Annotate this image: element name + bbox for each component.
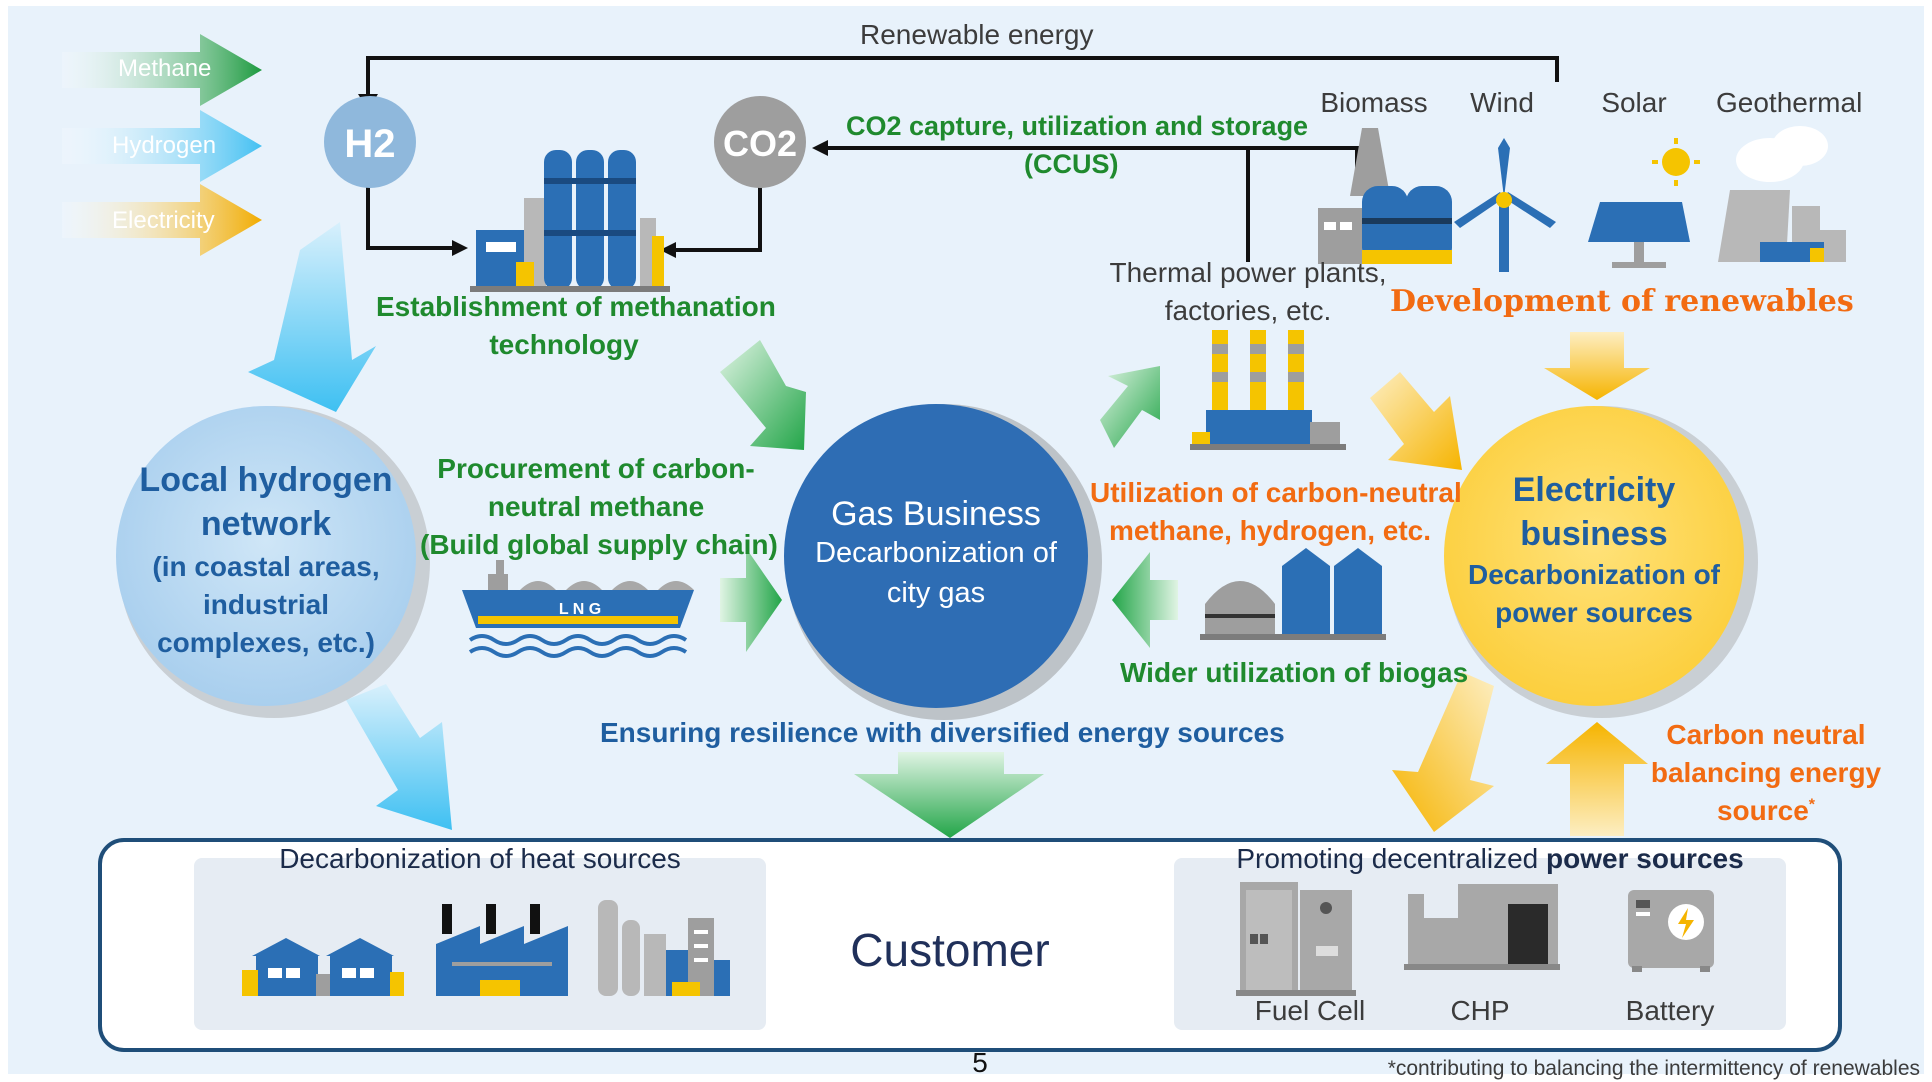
battery-label: Battery [1625,995,1715,1026]
utilization-line2: methane, hydrogen, etc. [1108,515,1432,546]
balancing-footnote-mark: * [1808,796,1816,814]
utilization-line1: Utilization of carbon-neutral [1090,477,1462,508]
gas-business-title: Gas Business [831,495,1041,533]
h2-circle [324,96,416,188]
fuel-cell-label: Fuel Cell [1254,995,1366,1026]
balancing-up-arrow [1546,722,1648,836]
chp-icon [1404,884,1560,970]
procurement-line2: neutral methane [487,491,705,522]
hydrogen-network-line3: (in coastal areas, [152,551,380,582]
methanation-to-gas-arrow [720,340,806,450]
procurement-line3: (Build global supply chain) [420,529,778,560]
battery-icon [1628,890,1714,972]
house-icon [242,938,330,996]
ccus-label-line2: (CCUS) [1024,149,1119,179]
thermal-power-plant-icon [1190,330,1346,450]
fuel-cell-icon [1236,882,1356,996]
power-sources-title-a: Promoting decentralized [1236,843,1547,874]
balancing-source-word: source [1716,795,1809,826]
gas-business-line2: city gas [886,577,986,609]
lng-to-gas-arrow [720,548,782,652]
gas-to-thermal-arrow [1100,366,1160,448]
electricity-business-line1: Electricity [1512,471,1676,509]
biogas-tanks-icon [1200,548,1386,640]
co2-to-plant-line [676,180,762,252]
page-number: 5 [972,1047,988,1078]
electricity-business-line3: Decarbonization of [1467,559,1720,590]
legend-methane-label: Methane [118,55,212,82]
methanation-label-line2: technology [489,329,639,360]
hydrogen-customer-arrow [346,684,452,830]
co2-circle [714,96,806,188]
development-of-renewables-label: Development of renewables [1390,284,1854,319]
renewable-energy-label: Renewable energy [860,19,1094,50]
gas-to-customer-arrow [854,752,1044,838]
electricity-business-circle [1444,406,1744,706]
legend-electricity-label: Electricity [112,207,215,234]
biomass-plant-icon [1318,128,1452,264]
renewables-to-electricity-arrow [1544,332,1650,400]
geothermal-label: Geothermal [1716,87,1863,118]
hydrogen-network-circle [116,406,416,706]
thermal-label-line1: Thermal power plants, [1109,257,1387,288]
h2-symbol: H2 [344,122,396,166]
thermal-to-electricity-arrow [1370,372,1462,470]
wind-turbine-icon [1454,138,1556,272]
power-sources-title-b: power sources [1546,843,1744,874]
electricity-business-line2: business [1520,515,1668,553]
gas-business-line1: Decarbonization of [815,537,1057,569]
hydrogen-down-arrow [248,222,376,412]
co2-symbol: CO2 [722,123,798,164]
footnote: *contributing to balancing the intermitt… [1387,1057,1920,1080]
balancing-line3: source* [1636,794,1896,828]
chp-label: CHP [1450,995,1510,1026]
renewable-energy-line [366,56,1559,98]
biogas-to-gas-arrow [1112,552,1178,648]
legend-hydrogen-label: Hydrogen [112,132,217,159]
heat-sources-title: Decarbonization of heat sources [279,843,681,874]
hydrogen-legend-arrow [62,110,262,182]
solar-panel-icon [1588,138,1700,268]
industrial-complex-icon [598,900,730,996]
biogas-label: Wider utilization of biogas [1120,657,1469,688]
lng-ship-label: L N G [558,601,602,618]
methanation-label-line1: Establishment of methanation [376,291,776,322]
balancing-line1: Carbon neutral [1666,719,1866,750]
gas-business-circle [784,404,1088,708]
methane-legend-arrow [62,34,262,106]
biomass-label: Biomass [1320,87,1428,118]
lng-ship-icon [462,560,694,658]
methanation-plant-icon [470,150,670,292]
factory-icon [436,904,568,996]
solar-label: Solar [1601,87,1667,118]
resilience-label: Ensuring resilience with diversified ene… [600,717,1285,748]
geothermal-plant-icon [1718,126,1846,262]
hydrogen-network-line5: complexes, etc.) [157,627,375,658]
electricity-business-line4: power sources [1495,597,1693,628]
procurement-line1: Procurement of carbon- [437,453,755,484]
electricity-legend-arrow [62,184,262,256]
electricity-to-customer-arrow [1392,672,1494,832]
power-sources-title: Promoting decentralized power sources [1220,842,1760,876]
h2-to-plant-line [366,178,452,250]
hydrogen-network-line1: Local hydrogen [139,461,393,499]
hydrogen-network-line4: industrial [202,589,329,620]
thermal-label-line2: factories, etc. [1164,295,1332,326]
wind-label: Wind [1470,87,1534,118]
balancing-line2: balancing energy [1650,757,1882,788]
customer-title: Customer [850,924,1050,976]
house-icon [326,938,404,996]
hydrogen-network-line2: network [200,505,332,543]
ccus-label-line1: CO2 capture, utilization and storage [846,111,1309,141]
